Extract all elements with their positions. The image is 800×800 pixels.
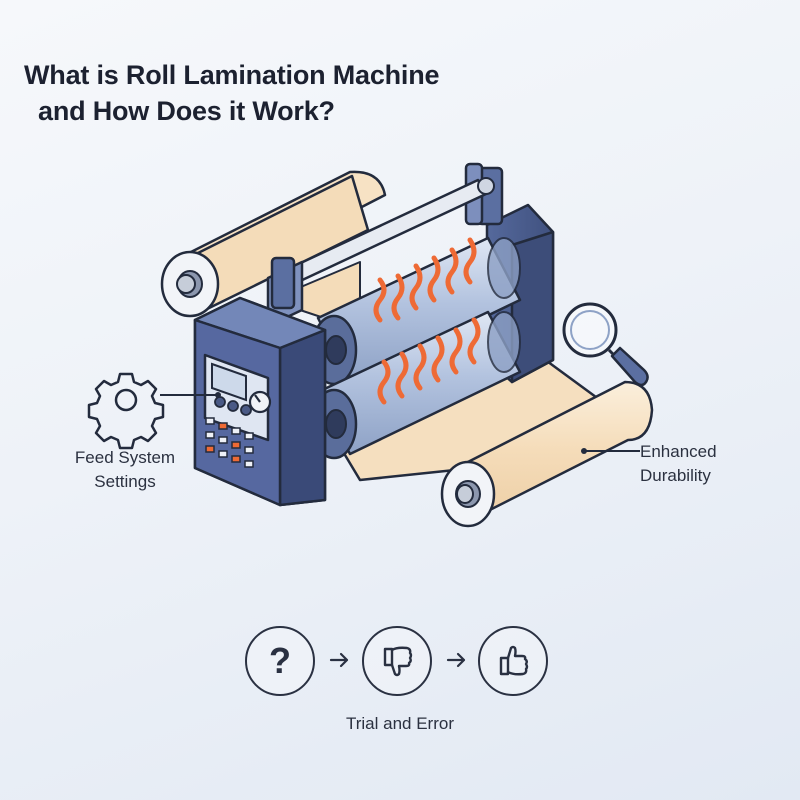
feed-system-settings-label: Feed System Settings bbox=[60, 446, 190, 494]
upper-heated-roller bbox=[310, 236, 522, 386]
button-grid bbox=[205, 417, 254, 468]
magnifier-icon bbox=[562, 302, 649, 387]
control-panel bbox=[203, 353, 272, 468]
control-knob-small bbox=[227, 400, 239, 412]
feed-label-line-1: Feed System bbox=[74, 448, 176, 467]
thumbs-up-icon bbox=[478, 626, 548, 696]
page-title-line-1: What is Roll Lamination Machine bbox=[24, 60, 440, 90]
trial-and-error-label: Trial and Error bbox=[345, 714, 454, 733]
control-knob-small bbox=[214, 396, 226, 408]
control-knob-small bbox=[240, 404, 252, 416]
arrow-right-icon bbox=[329, 652, 349, 668]
display-screen bbox=[211, 362, 247, 402]
thumbs-down-icon bbox=[362, 626, 432, 696]
heat-waves-upper bbox=[373, 237, 477, 323]
question-icon: ? bbox=[245, 626, 315, 696]
output-laminated-roll bbox=[440, 380, 654, 528]
feed-label-line-2: Settings bbox=[94, 472, 156, 491]
enhanced-durability-label: Enhanced Durability bbox=[640, 440, 780, 488]
durability-label-line-1: Enhanced bbox=[640, 442, 717, 461]
heat-waves-lower bbox=[377, 317, 481, 405]
durability-label-line-2: Durability bbox=[640, 466, 711, 485]
gear-icon bbox=[87, 372, 165, 450]
page-title-line-2: and How Does it Work? bbox=[38, 96, 335, 126]
arrow-right-icon bbox=[446, 652, 466, 668]
back-paper-roll bbox=[160, 170, 387, 318]
